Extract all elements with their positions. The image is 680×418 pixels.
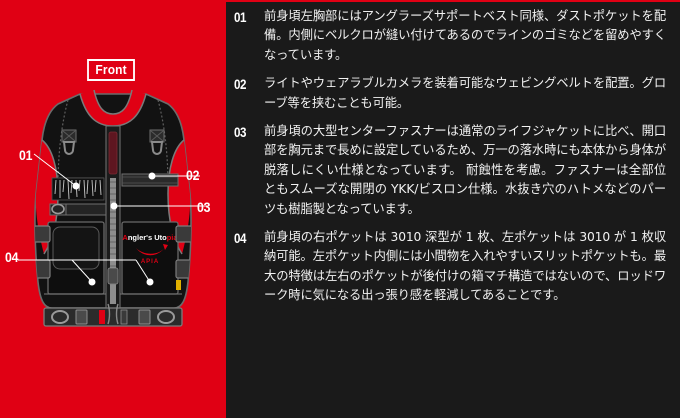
- feature-text-02: ライトやウェアラブルカメラを装着可能なウェビングベルトを配置。グローブ等を挟むこ…: [264, 76, 666, 110]
- feature-number-01: 01: [234, 10, 247, 25]
- brand-logo: Angler's Utopia APIA: [122, 233, 178, 265]
- left-main-pocket: [47, 221, 105, 295]
- svg-text:APIA: APIA: [141, 259, 159, 265]
- center-zipper: [105, 125, 121, 309]
- feature-number-03: 03: [234, 125, 247, 141]
- dust-pocket-fringe: [51, 177, 105, 201]
- svg-text:Angler's Utopia: Angler's Utopia: [122, 233, 178, 242]
- lower-webbing-loop: [49, 203, 107, 216]
- feature-text-03: 前身頃の大型センターファスナーは通常のライフジャケットに比べ、開口部を胸元まで長…: [264, 124, 666, 216]
- feature-number-02: 02: [234, 77, 247, 93]
- shoulder-d-ring-left: [61, 129, 77, 156]
- waist-belt: [43, 303, 183, 327]
- shoulder-d-ring-right: [149, 129, 165, 156]
- callout-number-02: 02: [186, 167, 200, 183]
- feature-number-04: 04: [234, 231, 247, 247]
- feature-list: 01 前身頃左胸部にはアングラーズサポートベスト同様、ダストポケットを配備。内側…: [226, 7, 680, 315]
- callout-number-03: 03: [197, 199, 211, 215]
- list-item: 03 前身頃の大型センターファスナーは通常のライフジャケットに比べ、開口部を胸元…: [226, 122, 680, 219]
- callout-leader-lines: [18, 153, 208, 286]
- front-view-badge: Front: [87, 59, 136, 81]
- list-item: 02 ライトやウェアラブルカメラを装着可能なウェビングベルトを配置。グローブ等を…: [226, 74, 680, 113]
- callout-number-04: 04: [5, 249, 19, 265]
- vest-body: Angler's Utopia APIA: [34, 89, 192, 327]
- feature-description-panel: 01 前身頃左胸部にはアングラーズサポートベスト同様、ダストポケットを配備。内側…: [226, 0, 680, 418]
- callout-number-01: 01: [19, 147, 33, 163]
- feature-text-04: 前身頃の右ポケットは 3010 深型が 1 枚、左ポケットは 3010 が 1 …: [264, 230, 666, 303]
- feature-text-01: 前身頃左胸部にはアングラーズサポートベスト同様、ダストポケットを配備。内側にベル…: [264, 9, 666, 62]
- vest-illustration-panel: Front: [0, 0, 226, 418]
- list-item: 04 前身頃の右ポケットは 3010 深型が 1 枚、左ポケットは 3010 が…: [226, 228, 680, 306]
- top-accent-rule: [226, 0, 680, 2]
- webbing-belt: [121, 173, 179, 187]
- list-item: 01 前身頃左胸部にはアングラーズサポートベスト同様、ダストポケットを配備。内側…: [226, 7, 680, 65]
- vest-illustration: Angler's Utopia APIA: [0, 82, 226, 342]
